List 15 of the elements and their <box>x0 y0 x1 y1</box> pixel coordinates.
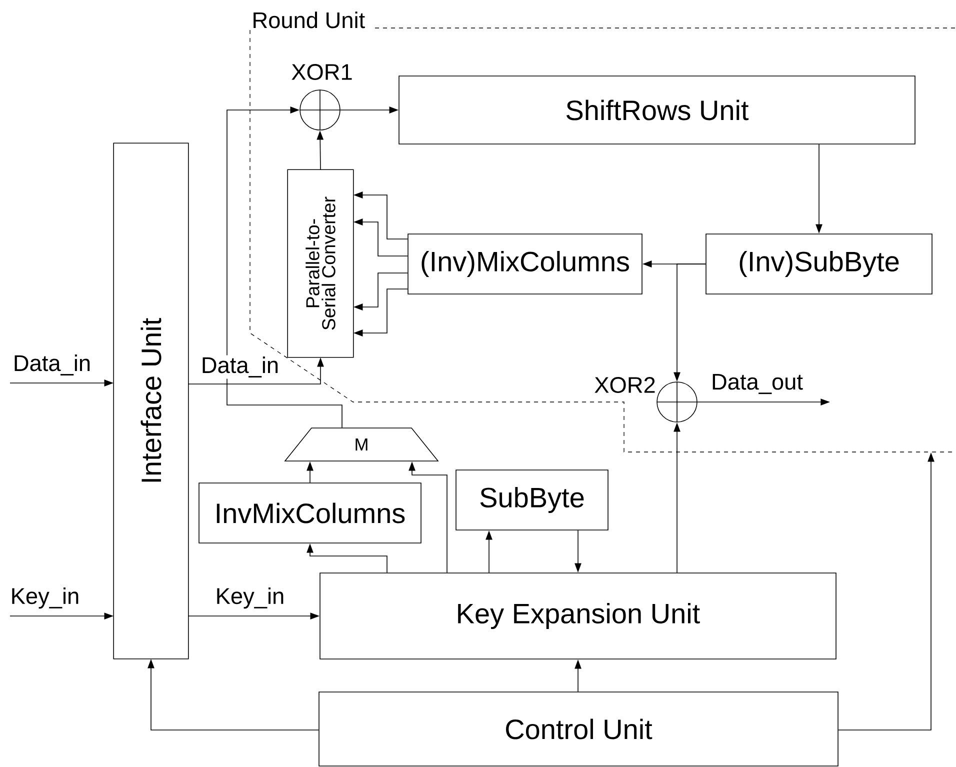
converter-box: Parallel-to-Serial Converter <box>287 169 354 358</box>
arrow <box>226 106 342 428</box>
process-box: InvMixColumns <box>198 482 422 544</box>
process-box: (Inv)SubByte <box>706 234 932 294</box>
interface-box: Interface Unit <box>113 142 189 660</box>
edge-label: Data_out <box>710 372 804 396</box>
edge-label: Data_in <box>12 353 92 377</box>
process-box: ShiftRows Unit <box>398 76 916 144</box>
edge-label: Key_in <box>214 586 286 610</box>
edge-label: Key_in <box>9 586 81 610</box>
edge-label: Data_in <box>200 355 280 379</box>
process-box: Key Expansion Unit <box>320 572 836 660</box>
process-box: Control Unit <box>318 692 838 766</box>
process-box: (Inv)MixColumns <box>408 234 642 294</box>
process-box: SubByte <box>456 470 608 530</box>
